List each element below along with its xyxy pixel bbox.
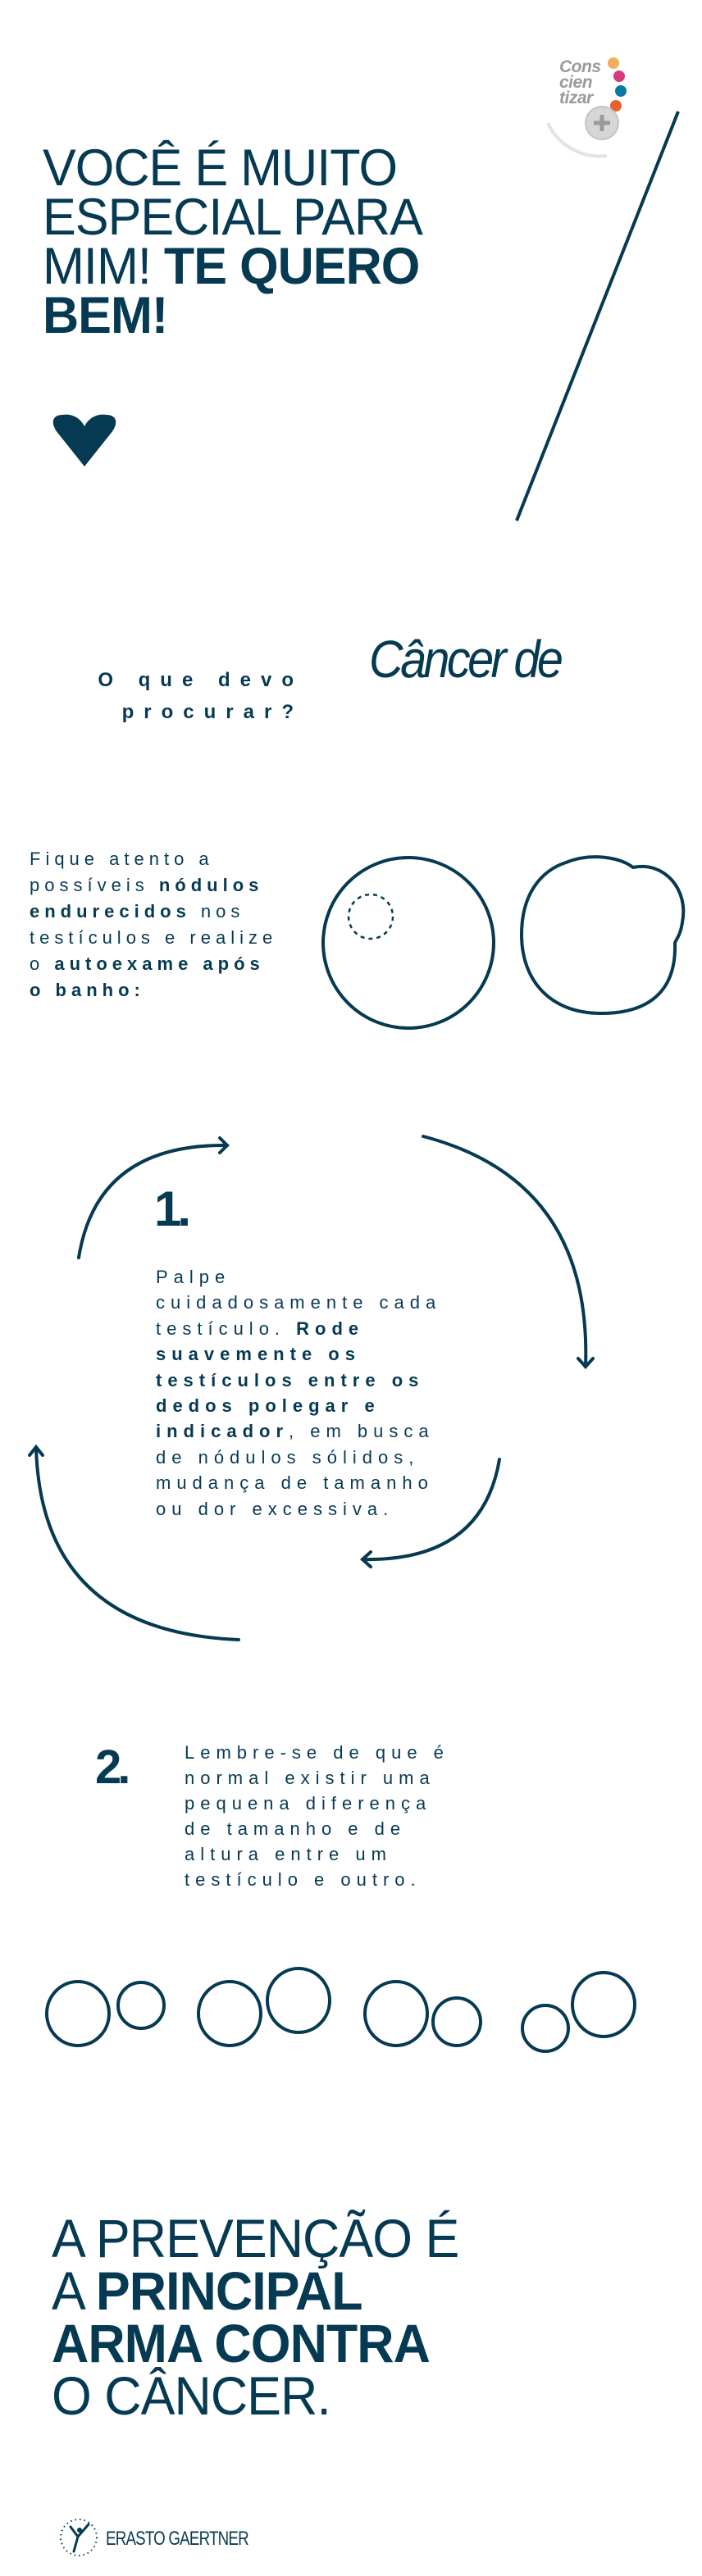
step-1-text: , em busca <box>289 1421 435 1442</box>
closing-line: O CÂNCER. <box>52 2365 331 2426</box>
step-2-line: Lembre-se de que é <box>185 1742 449 1763</box>
step-1-paragraph: Palpe cuidadosamente cada testículo. Rod… <box>156 1264 441 1522</box>
testicle-pair-4-right <box>571 1971 636 2038</box>
step-1-text: ou dor excessiva. <box>156 1498 394 1519</box>
logo-dot-teal <box>615 85 627 97</box>
intro-text: possíveis <box>30 875 159 895</box>
step-1-text: testículo. <box>156 1318 297 1339</box>
step-1-text-bold: Rode <box>296 1318 365 1339</box>
logo-dot-orange <box>608 57 619 69</box>
hero-text-light: MIM! <box>43 238 164 295</box>
erasto-gaertner-logo: ERASTO GAERTNER <box>106 2528 249 2550</box>
intro-text-bold: endurecidos <box>30 901 191 922</box>
testicle-pair-3-right <box>431 1996 482 2047</box>
step-1-text: mudança de tamanho <box>156 1472 434 1494</box>
hero-line: VOCÊ É MUITO <box>43 139 398 197</box>
closing-text-light: A <box>52 2260 96 2321</box>
intro-paragraph: Fique atento a possíveis nódulos endurec… <box>30 846 277 1004</box>
hero-line: BEM! <box>43 290 422 342</box>
hero-text-bold: TE QUERO <box>163 238 420 295</box>
hero-heading: VOCÊ É MUITO ESPECIAL PARA MIM! TE QUERO… <box>43 139 423 342</box>
closing-line: A PREVENÇÃO É <box>52 2208 459 2269</box>
step-1-text-bold: dedos polegar e <box>156 1395 381 1417</box>
logo-dot-red <box>610 100 622 112</box>
heart-icon <box>52 414 116 467</box>
cycle-arrow-bottom-left <box>28 1444 240 1641</box>
logo-text-line: cien <box>559 73 593 92</box>
hero-line: ESPECIAL PARA <box>43 189 423 246</box>
testicle-pair-1-left <box>45 1980 111 2047</box>
erasto-gaertner-emblem-icon <box>60 2519 98 2556</box>
step-2-line: testículo e outro. <box>185 1869 422 1890</box>
cycle-arrow-bottom-right <box>360 1458 501 1568</box>
closing-line: A PRINCIPAL <box>52 2264 458 2318</box>
testicle-pair-2-left <box>197 1980 262 2047</box>
intro-text-bold: o banho: <box>30 980 145 1000</box>
nodule-dashed-icon <box>347 893 394 940</box>
closing-line: ARMA CONTRA <box>52 2316 458 2370</box>
testicle-pair-2-right <box>266 1967 331 2034</box>
question-line: procurar? <box>121 701 303 723</box>
intro-text: o <box>30 953 55 974</box>
question-heading: O que devo procurar? <box>49 664 303 728</box>
step-2-line: pequena diferença <box>185 1793 432 1814</box>
logo-text-line: tizar <box>559 89 593 107</box>
step-2-line: altura entre um <box>185 1844 392 1864</box>
conscientizar-logo: Cons cien tizar <box>559 57 601 107</box>
hero-text-bold: BEM! <box>43 287 168 344</box>
cycle-arrow-top-left <box>77 1136 230 1259</box>
step-2-line: de tamanho e de <box>185 1818 407 1839</box>
step-1-text: Palpe <box>156 1267 231 1287</box>
intro-text: nos <box>190 901 245 922</box>
question-line: O que devo <box>98 669 303 691</box>
testicle-outline-right-with-nodule <box>519 855 686 1016</box>
testicle-pair-1-right <box>116 1981 166 2030</box>
step-1-text: de nódulos sólidos, <box>156 1446 420 1468</box>
intro-text: testículos e realize <box>30 927 278 948</box>
intro-text-bold: nódulos <box>158 875 264 895</box>
closing-heading: A PREVENÇÃO É A PRINCIPAL ARMA CONTRA O … <box>52 2208 459 2426</box>
testicle-pair-4-left <box>521 2004 570 2053</box>
conscientizar-logo-mark <box>546 57 627 158</box>
step-1-text: cuidadosamente cada <box>156 1292 442 1313</box>
hero-line: MIM! TE QUERO <box>43 241 422 293</box>
step-1-text-bold: suavemente os <box>156 1344 361 1365</box>
intro-text: Fique atento a <box>30 849 214 869</box>
step-1-text-bold: indicador <box>156 1421 289 1442</box>
cycle-arrow-top-right <box>422 1135 595 1369</box>
step-2-number: 2. <box>95 1741 130 1794</box>
diagonal-line <box>515 111 680 521</box>
section-title: Câncer de <box>369 630 563 689</box>
logo-text-line: Cons <box>559 57 601 76</box>
step-2-paragraph: Lembre-se de que é normal existir uma pe… <box>185 1740 449 1892</box>
testicle-pair-3-left <box>363 1980 429 2047</box>
intro-text-bold: autoexame após <box>54 953 265 974</box>
closing-text-bold: PRINCIPAL <box>95 2260 363 2321</box>
step-1-number: 1. <box>154 1181 191 1236</box>
logo-dot-magenta <box>613 71 625 82</box>
step-2-line: normal existir uma <box>185 1768 435 1788</box>
step-1-text-bold: testículos entre os <box>156 1369 425 1390</box>
closing-text-bold: ARMA CONTRA <box>52 2313 431 2373</box>
testicle-outline-left <box>321 856 495 1030</box>
